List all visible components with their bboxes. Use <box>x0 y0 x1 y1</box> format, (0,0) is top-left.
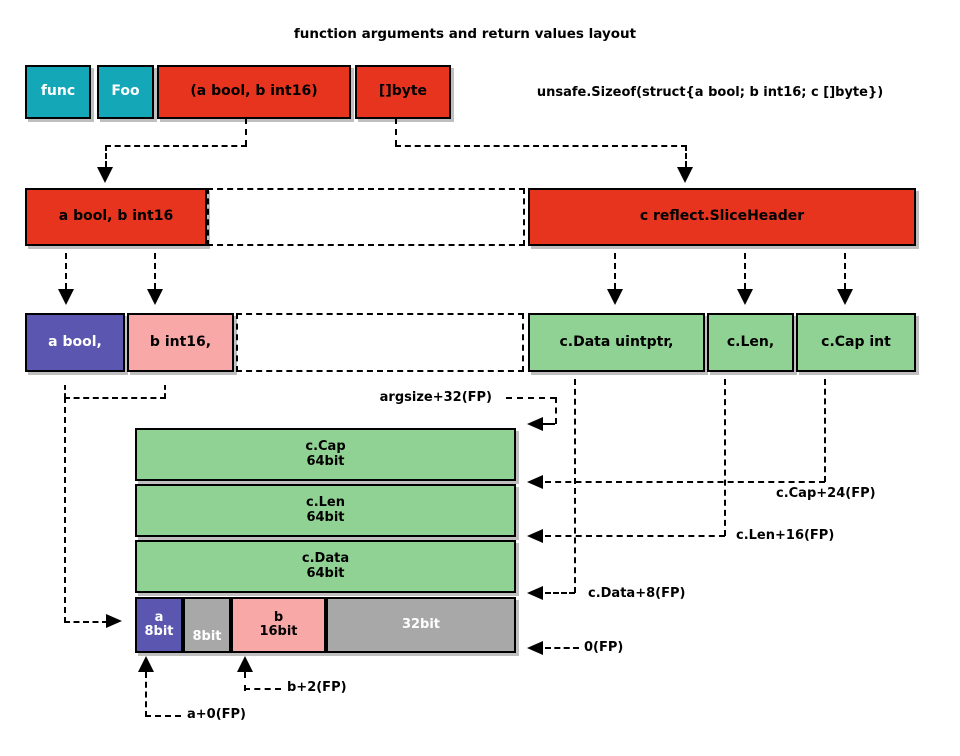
stack-ccap-box: c.Cap 64bit <box>135 428 516 481</box>
field-ccap-box: c.Cap int <box>796 313 916 372</box>
dashed-connector <box>555 397 557 424</box>
arrow-up-icon <box>237 656 253 672</box>
dashed-connector <box>574 379 576 593</box>
dashed-connector <box>164 385 166 398</box>
word-pad8-box: 8bit <box>183 597 231 653</box>
dashed-connector <box>744 253 746 289</box>
arrow-down-icon <box>97 167 113 183</box>
dashed-connector <box>244 672 246 691</box>
stack-cdata-box: c.Data 64bit <box>135 540 516 593</box>
field-a-box: a bool, <box>25 313 125 372</box>
stack-clen-size: 64bit <box>306 509 345 525</box>
field-cdata-box: c.Data uintptr, <box>528 313 705 372</box>
dashed-connector <box>65 253 67 289</box>
arrow-down-icon <box>147 289 163 305</box>
return-byteslice-box: []byte <box>355 65 451 119</box>
offset-b-label: b+2(FP) <box>287 680 347 695</box>
arrow-up-icon <box>138 656 154 672</box>
arrow-down-icon <box>837 289 853 305</box>
dashed-connector <box>614 253 616 289</box>
dashed-connector <box>154 253 156 289</box>
dashed-connector <box>64 397 166 399</box>
stack-ccap-size: 64bit <box>306 453 345 469</box>
frame-empty-slot <box>207 188 525 246</box>
dashed-connector <box>244 688 281 690</box>
dashed-connector <box>395 145 687 147</box>
stack-clen-box: c.Len 64bit <box>135 484 516 537</box>
dashed-connector <box>245 118 247 146</box>
frame-args-box: a bool, b int16 <box>25 188 207 246</box>
arrow-down-icon <box>607 289 623 305</box>
slice-header-box: c reflect.SliceHeader <box>528 188 916 246</box>
stack-ccap-name: c.Cap <box>305 439 346 455</box>
dashed-connector <box>145 715 181 717</box>
dashed-connector <box>844 253 846 289</box>
dashed-connector <box>545 647 579 649</box>
dashed-connector <box>105 145 247 147</box>
arrow-left-icon <box>527 641 543 655</box>
dashed-connector <box>395 118 397 146</box>
dashed-connector <box>824 379 826 482</box>
diagram-title: function arguments and return values lay… <box>293 26 637 42</box>
stack-cdata-name: c.Data <box>301 551 350 567</box>
dashed-connector <box>64 621 108 623</box>
stack-cdata-size: 64bit <box>306 565 345 581</box>
word-a-box: a 8bit <box>135 597 183 653</box>
dashed-connector <box>64 385 66 398</box>
word-pad32-box: 32bit <box>326 597 516 653</box>
offset-ccap-label: c.Cap+24(FP) <box>776 486 876 501</box>
dashed-connector <box>545 481 825 483</box>
stack-clen-name: c.Len <box>306 495 345 511</box>
word-b-box: b 16bit <box>231 597 326 653</box>
dashed-connector <box>145 672 147 717</box>
dashed-connector <box>724 379 726 536</box>
dashed-connector <box>105 145 107 167</box>
dashed-connector <box>64 397 66 623</box>
dashed-connector <box>545 535 725 537</box>
offset-argsize-label: argsize+32(FP) <box>379 390 492 405</box>
arrow-down-icon <box>737 289 753 305</box>
arrow-left-icon <box>527 475 543 489</box>
offset-a-label: a+0(FP) <box>187 707 247 722</box>
arrow-right-icon <box>106 614 122 628</box>
word-a-size: 8bit <box>144 624 174 639</box>
fields-empty-slot <box>236 313 524 372</box>
offset-zero-label: 0(FP) <box>584 640 624 655</box>
offset-clen-label: c.Len+16(FP) <box>736 528 835 543</box>
dashed-connector <box>543 423 555 425</box>
word-b-size: 16bit <box>259 624 298 639</box>
dashed-connector <box>506 397 556 399</box>
field-b-box: b int16, <box>127 313 234 372</box>
word-a-name: a <box>154 609 164 625</box>
arrow-left-icon <box>527 529 543 543</box>
arrow-down-icon <box>677 167 693 183</box>
field-clen-box: c.Len, <box>707 313 794 372</box>
arrow-left-icon <box>527 417 543 431</box>
dashed-connector <box>685 145 687 167</box>
func-name-box: Foo <box>97 65 154 119</box>
func-keyword-box: func <box>25 65 91 119</box>
word-b-name: b <box>273 609 284 625</box>
dashed-connector <box>545 592 575 594</box>
args-tuple-box: (a bool, b int16) <box>157 65 351 119</box>
offset-cdata-label: c.Data+8(FP) <box>588 586 686 601</box>
arrow-left-icon <box>527 586 543 600</box>
arrow-down-icon <box>58 289 74 305</box>
sizeof-note: unsafe.Sizeof(struct{a bool; b int16; c … <box>536 85 884 100</box>
